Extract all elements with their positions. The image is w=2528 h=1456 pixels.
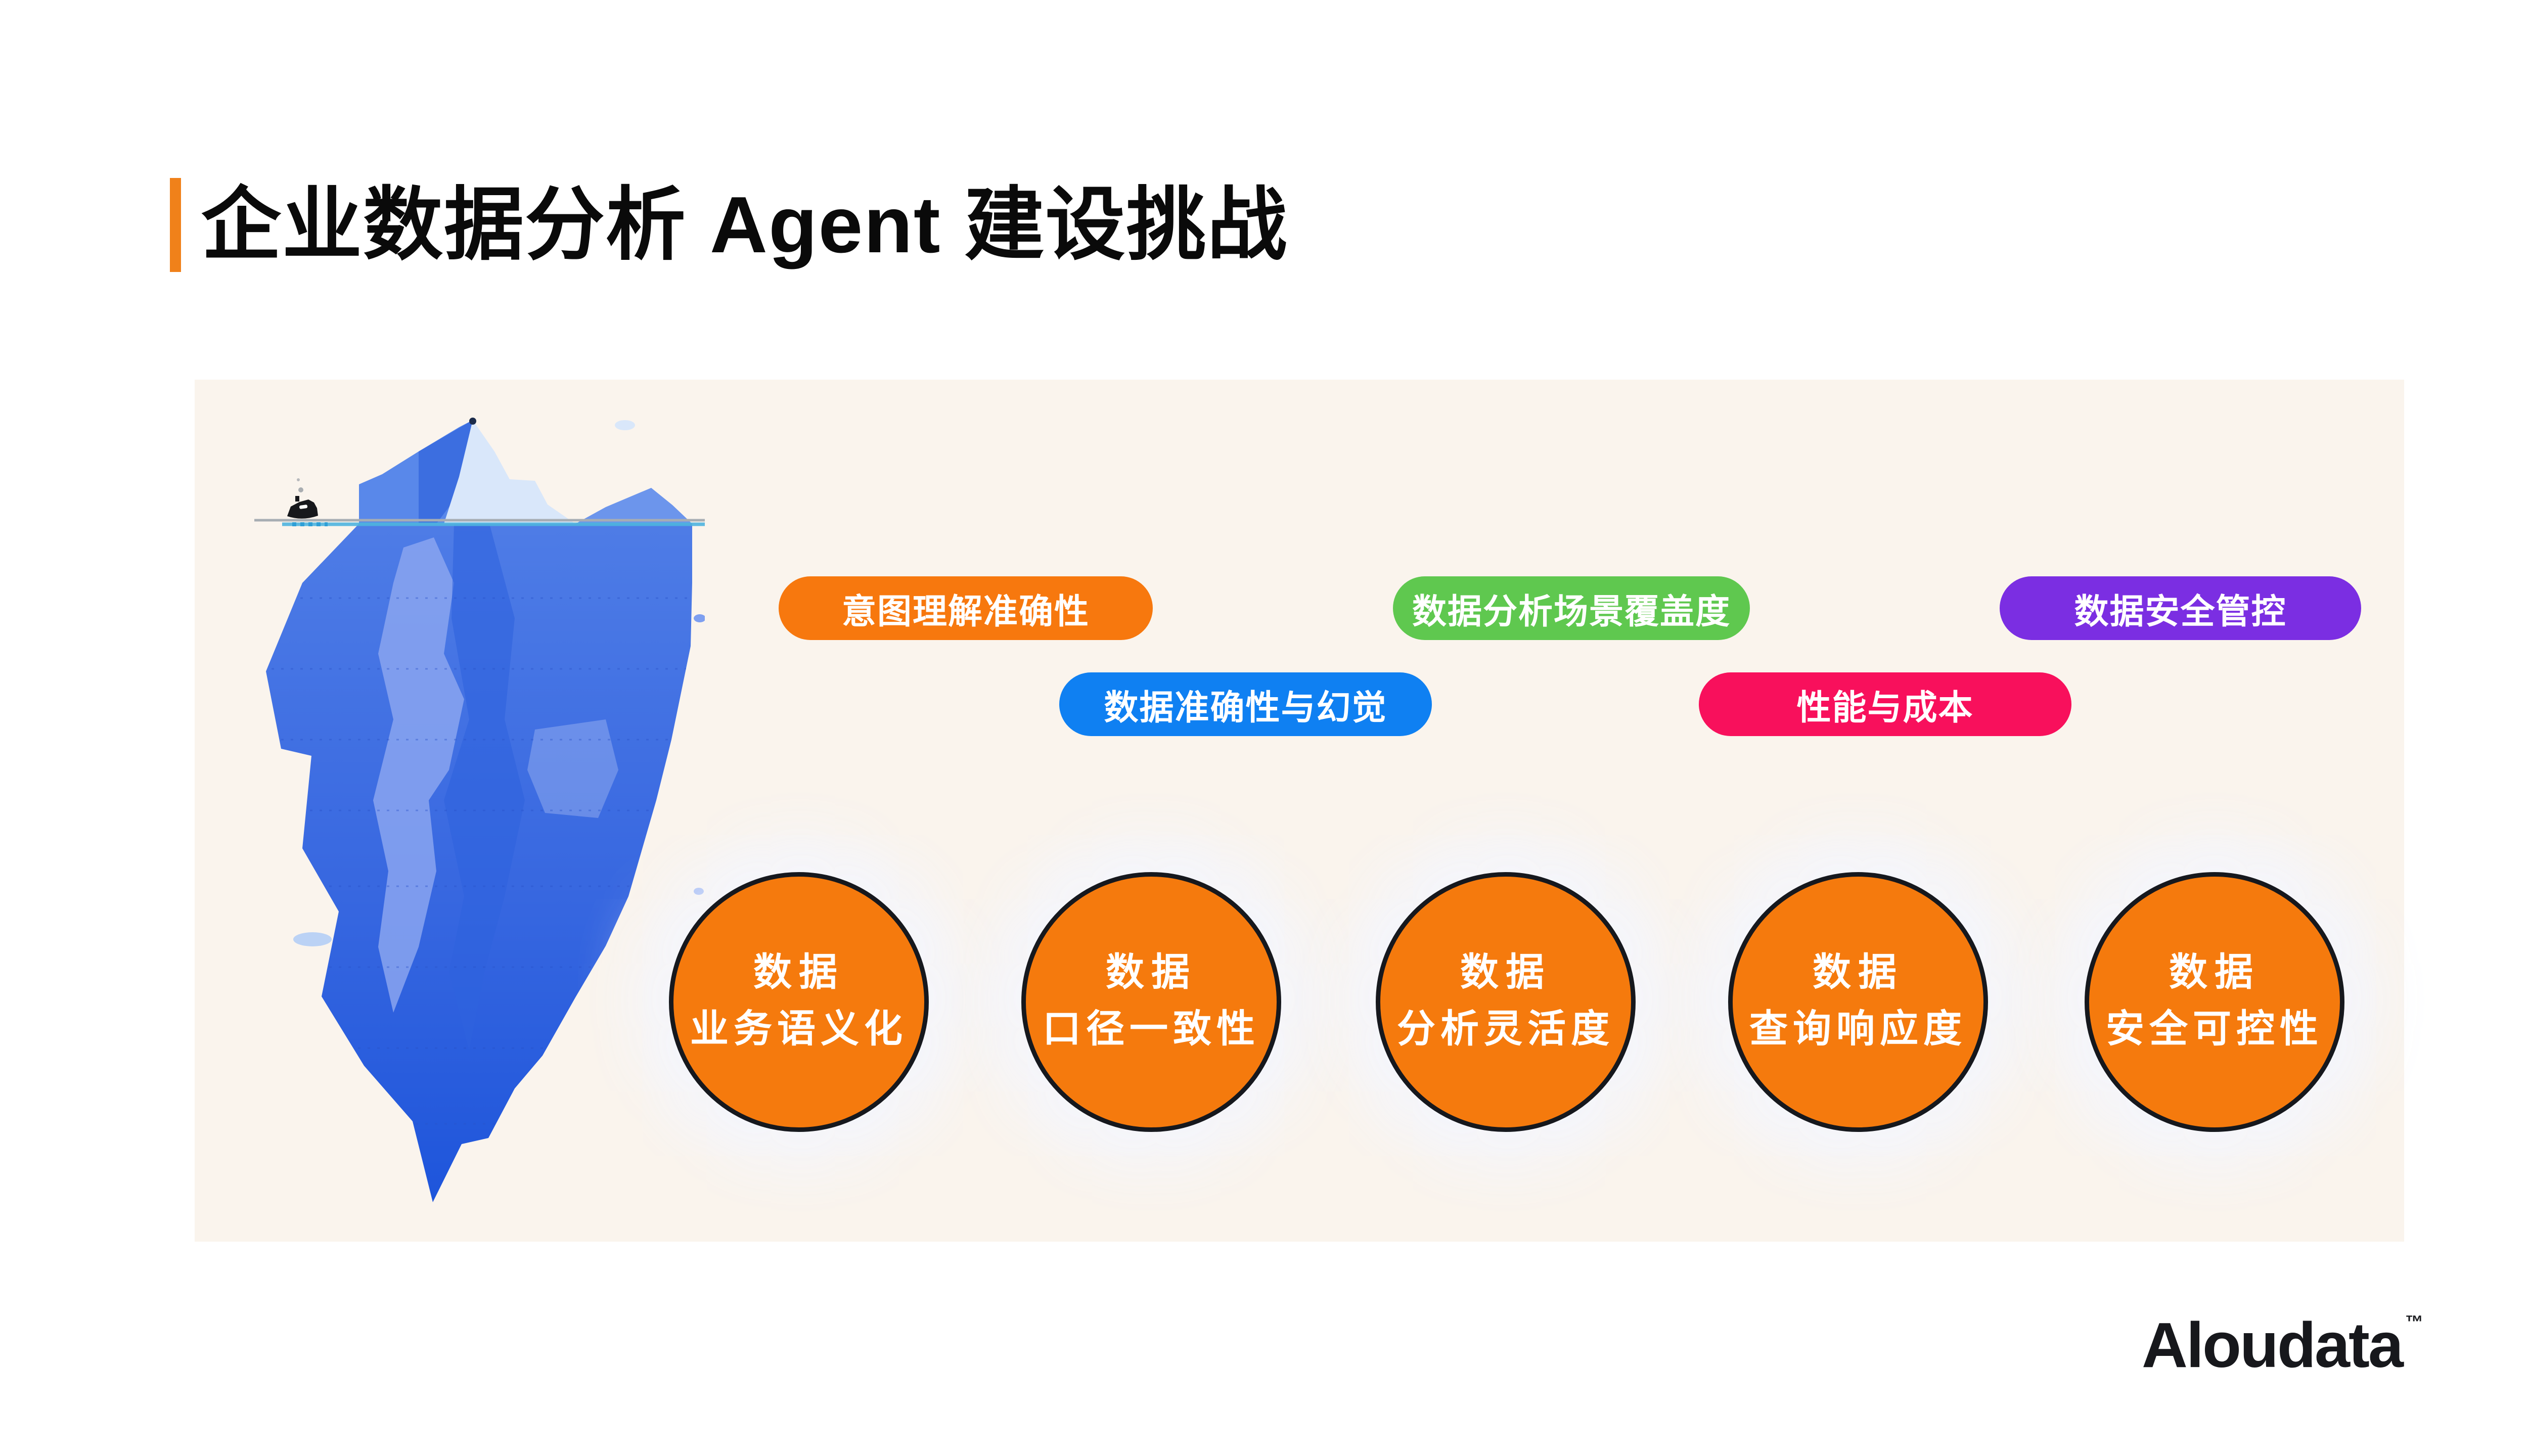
circle-business-semantics: 数据 业务语义化 [669,872,929,1132]
iceberg-above-dark-facet [419,420,473,524]
boat-icon [287,478,318,519]
iceberg-facet-light [373,537,464,1013]
circle-line1: 数据 [1106,951,1197,994]
steam-puff-2 [297,478,300,481]
circle-security-controllability: 数据 安全可控性 [2085,872,2344,1132]
pill-data-security: 数据安全管控 [2000,576,2361,640]
iceberg-svg [254,418,721,1202]
pill-data-accuracy-hallucination: 数据准确性与幻觉 [1059,672,1432,736]
page-title: 企业数据分析 Agent 建设挑战 [201,180,1288,269]
ice-blob-left [293,932,332,946]
page-title-block: 企业数据分析 Agent 建设挑战 [170,178,1288,272]
iceberg-above-light-slab [444,420,575,524]
circle-line2: 安全可控性 [2106,1008,2323,1051]
circle-analysis-flexibility: 数据 分析灵活度 [1376,872,1636,1132]
circle-line1: 数据 [2169,951,2260,994]
pill-scenario-coverage: 数据分析场景覆盖度 [1393,576,1750,640]
circle-line2: 口径一致性 [1043,1008,1260,1051]
pill-intent-accuracy: 意图理解准确性 [779,576,1153,640]
steam-puff [298,487,303,492]
logo-trademark: ™ [2405,1311,2424,1332]
ice-blob-right-2 [694,888,704,895]
iceberg-above-right-peak [575,488,692,524]
circle-line1: 数据 [1460,951,1551,994]
circle-line1: 数据 [753,951,844,994]
circle-line1: 数据 [1813,951,1904,994]
circle-line2: 分析灵活度 [1397,1008,1614,1051]
ice-blob-top-right [615,420,635,430]
pill-performance-cost: 性能与成本 [1699,672,2071,736]
circle-line2: 查询响应度 [1749,1008,1967,1051]
title-accent-bar [170,178,181,272]
logo-text: Aloudata [2142,1309,2404,1381]
ice-blob-right [694,614,706,622]
iceberg-apex-tip [469,418,476,425]
circle-line2: 业务语义化 [690,1008,908,1051]
iceberg-facet-light-2 [527,719,618,818]
circle-query-responsiveness: 数据 查询响应度 [1728,872,1988,1132]
iceberg-facet-dark [444,524,525,1051]
circle-caliber-consistency: 数据 口径一致性 [1021,872,1281,1132]
iceberg-illustration [252,416,721,1220]
